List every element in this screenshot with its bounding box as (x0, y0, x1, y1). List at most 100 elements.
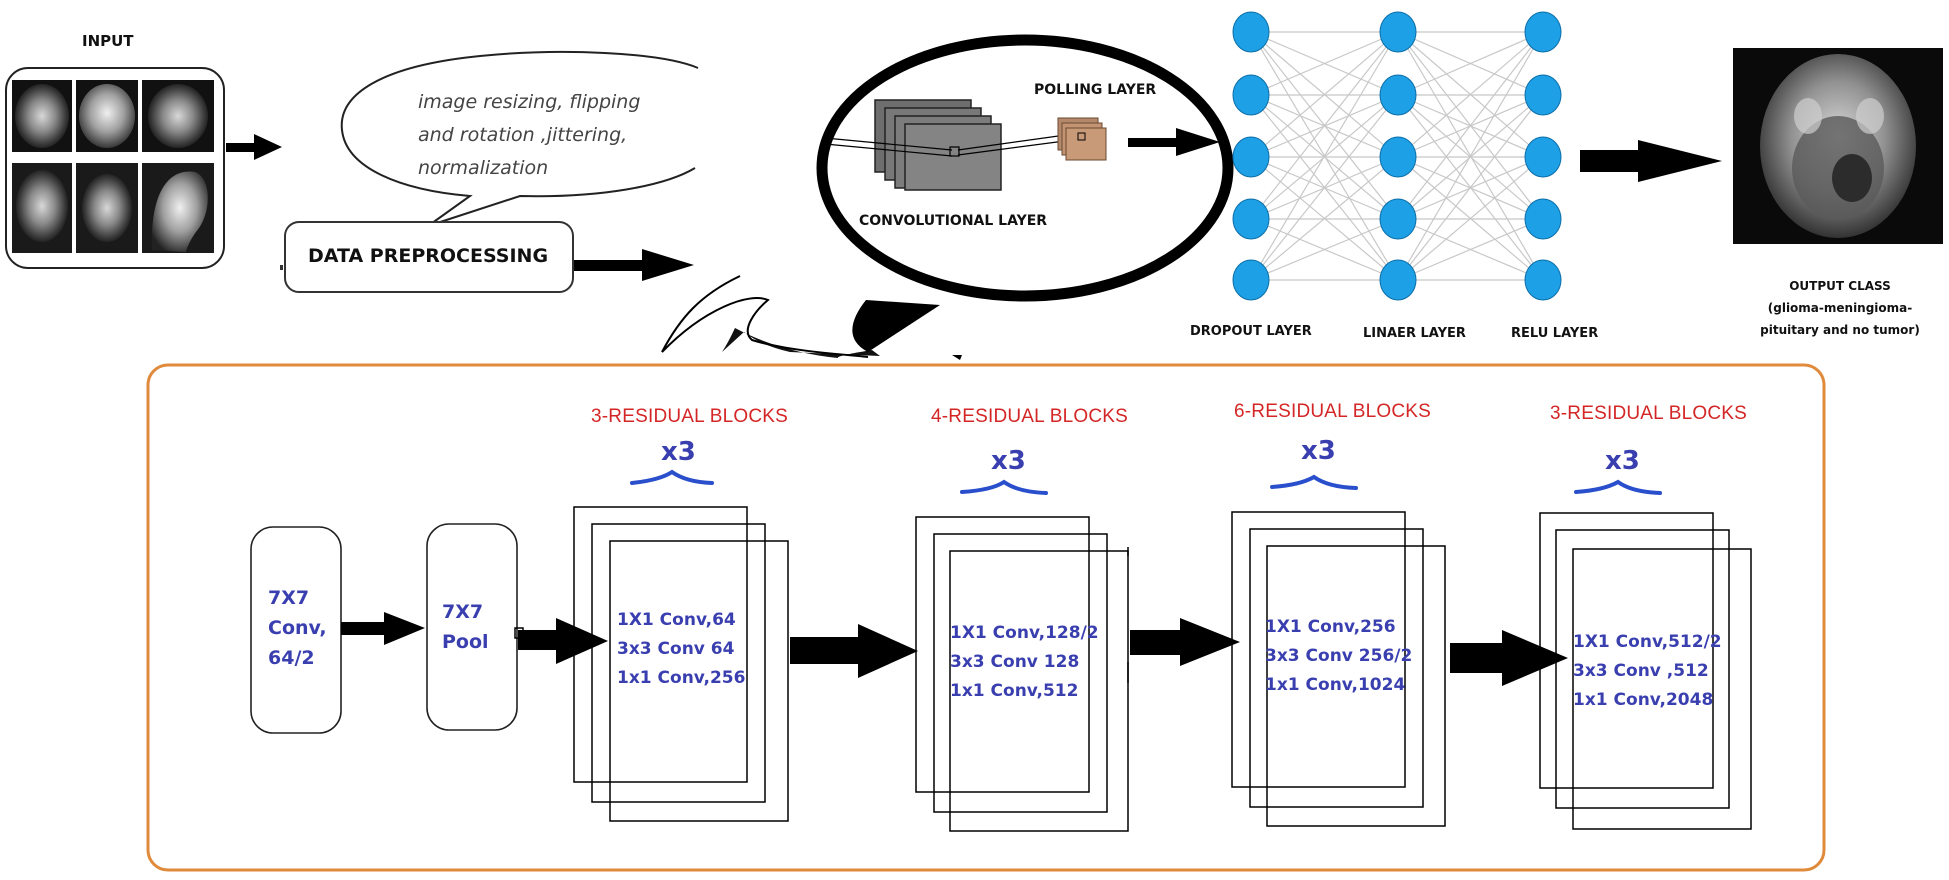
dropout-neuron (1232, 198, 1270, 240)
output-class-label: OUTPUT CLASS (1789, 279, 1891, 293)
linear-neuron (1379, 11, 1417, 53)
linear-neuron (1379, 136, 1417, 178)
stage-2-line-1: 1X1 Conv,128/2 (950, 623, 1099, 643)
network-connection (1397, 218, 1544, 281)
mri-thumbnail (142, 80, 214, 152)
mri-thumbnail (76, 163, 138, 253)
stem-conv-line-1: 7X7 (268, 587, 310, 609)
augmentation-text: image resizing, flipping and rotation ,j… (418, 86, 640, 185)
dense-network-connections (1250, 31, 1544, 281)
arrow-conv-to-pool (341, 612, 425, 645)
dense-network-neurons (1232, 11, 1562, 301)
stem-conv-text: 7X7 Conv, 64/2 (268, 583, 327, 673)
mri-thumbnail (12, 80, 72, 152)
network-connection (1250, 156, 1399, 281)
stage-4-brace (1574, 479, 1662, 495)
stage-3-multiplier: x3 (1301, 436, 1336, 466)
network-connection (1250, 218, 1399, 281)
stage-1-block-text: 1X1 Conv,64 3x3 Conv 64 1x1 Conv,256 (617, 606, 745, 693)
stage-4-title: 3-RESIDUAL BLOCKS (1550, 403, 1747, 424)
arrow-dense-to-output (1580, 140, 1722, 182)
stage-3-block-text: 1X1 Conv,256 3x3 Conv 256/2 1x1 Conv,102… (1265, 613, 1412, 700)
stage-1-line-2: 3x3 Conv 64 (617, 639, 735, 659)
stage-3-stack (1127, 474, 1446, 827)
stage-2-brace (960, 479, 1048, 495)
network-connection (1397, 94, 1544, 281)
network-connection (1250, 31, 1399, 158)
stage-3-brace (1270, 474, 1358, 490)
arrow-input-to-preprocessing (226, 134, 282, 160)
network-connection (1250, 31, 1399, 220)
arrow-pooling-to-dense (1128, 128, 1220, 156)
stage-1-line-3: 1x1 Conv,256 (617, 668, 746, 688)
output-classes-line-2: pituitary and no tumor) (1760, 323, 1920, 337)
stage-2-multiplier: x3 (991, 446, 1026, 476)
stage-3-line-3: 1x1 Conv,1024 (1265, 675, 1406, 695)
stage-3-line-2: 3x3 Conv 256/2 (1265, 646, 1413, 666)
stage-2-stack (915, 479, 1129, 832)
stage-4-line-3: 1x1 Conv,2048 (1573, 690, 1714, 710)
relu-neuron (1524, 259, 1562, 301)
arrow-stage-2-to-3 (1130, 618, 1240, 666)
convolutional-layer-label: CONVOLUTIONAL LAYER (859, 213, 1048, 229)
stage-2-line-2: 3x3 Conv 128 (950, 652, 1080, 672)
stage-4-line-2: 3x3 Conv ,512 (1573, 661, 1709, 681)
augmentation-line-2: and rotation ,jittering, (418, 124, 628, 146)
relu-layer-label: RELU LAYER (1511, 326, 1599, 341)
data-preprocessing-label: DATA PREPROCESSING (308, 245, 549, 267)
network-connection (1397, 31, 1544, 281)
linear-layer-label: LINAER LAYER (1363, 326, 1466, 341)
data-preprocessing-box (280, 221, 574, 293)
stem-conv-line-2: Conv, (268, 617, 327, 639)
augmentation-bubble (340, 51, 699, 227)
stage-4-multiplier: x3 (1605, 446, 1640, 476)
dropout-neuron (1232, 136, 1270, 178)
relu-neuron (1524, 136, 1562, 178)
relu-neuron (1524, 74, 1562, 116)
network-connection (1397, 156, 1544, 281)
stem-pool-line-2: Pool (442, 631, 489, 653)
linear-neuron (1379, 198, 1417, 240)
output-mri-image (1733, 48, 1943, 244)
stage-1-brace (630, 469, 714, 485)
stage-2-title: 4-RESIDUAL BLOCKS (931, 406, 1128, 427)
network-connection (1397, 31, 1544, 220)
linear-neuron (1379, 259, 1417, 301)
arrow-pool-to-stage-1 (514, 618, 608, 664)
dropout-neuron (1232, 74, 1270, 116)
dropout-neuron (1232, 259, 1270, 301)
convolution-stack (824, 99, 1081, 191)
stem-pool-text: 7X7 Pool (442, 597, 489, 657)
network-connection (1250, 31, 1399, 96)
stage-4-stack (1539, 479, 1752, 830)
augmentation-line-3: normalization (418, 157, 549, 179)
stage-3-line-1: 1X1 Conv,256 (1265, 617, 1396, 637)
mri-thumbnail (12, 163, 72, 253)
dropout-neuron (1232, 11, 1270, 53)
stem-conv-line-3: 64/2 (268, 647, 315, 669)
arrow-stage-3-to-4 (1450, 630, 1568, 686)
output-class-block: OUTPUT CLASS (glioma-meningioma- pituita… (1740, 275, 1940, 341)
stem-pool-block (426, 523, 518, 731)
arrow-preprocessing-to-cnn (574, 249, 694, 281)
stem-pool-line-1: 7X7 (442, 601, 484, 623)
mri-thumbnail (76, 80, 138, 152)
dropout-layer-label: DROPOUT LAYER (1190, 324, 1312, 339)
stage-1-multiplier: x3 (661, 437, 696, 467)
output-classes-line-1: (glioma-meningioma- (1767, 301, 1913, 315)
network-connection (1397, 31, 1544, 158)
pooling-stack (1057, 117, 1107, 161)
stage-4-line-1: 1X1 Conv,512/2 (1573, 632, 1722, 652)
relu-neuron (1524, 198, 1562, 240)
input-label: INPUT (82, 32, 134, 50)
stage-2-block-text: 1X1 Conv,128/2 3x3 Conv 128 1x1 Conv,512 (950, 619, 1099, 706)
polling-layer-label: POLLING LAYER (1034, 82, 1157, 98)
stage-1-title: 3-RESIDUAL BLOCKS (591, 406, 788, 427)
linear-neuron (1379, 74, 1417, 116)
augmentation-line-1: image resizing, flipping (418, 91, 641, 113)
relu-neuron (1524, 11, 1562, 53)
arrow-stage-1-to-2 (790, 624, 918, 678)
stage-2-line-3: 1x1 Conv,512 (950, 681, 1079, 701)
resnet-frame (146, 363, 1826, 872)
